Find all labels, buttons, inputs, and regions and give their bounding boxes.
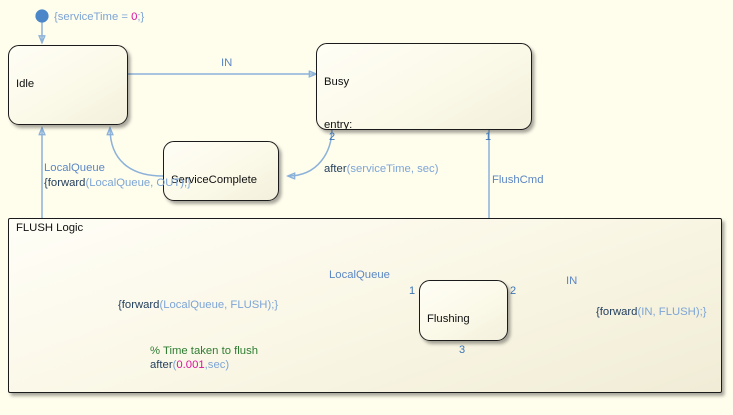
label-flush-localqueue-action: {forward(LocalQueue, FLUSH);} <box>118 298 278 312</box>
transition-servicecomplete-to-idle[interactable] <box>110 128 164 177</box>
flush-in-brace: { <box>596 306 600 318</box>
flush-timeout-keyword: after <box>150 359 173 371</box>
flush-lq-brace: { <box>118 299 122 311</box>
default-transition <box>35 9 49 42</box>
subchart-flush-logic-title: FLUSH Logic <box>16 222 84 234</box>
label-flush-timeout-comment: % Time taken to flush <box>150 344 258 358</box>
default-action-prefix: {serviceTime = <box>54 11 132 23</box>
label-flushing-order-1: 1 <box>409 285 416 297</box>
default-action-suffix: ;} <box>137 11 145 23</box>
after-args: (serviceTime, sec) <box>346 163 439 175</box>
flush-lq-args: (LocalQueue, FLUSH);} <box>159 299 279 311</box>
state-idle-label: Idle <box>16 78 35 91</box>
label-default-transition-action: {serviceTime = 0;} <box>54 10 144 24</box>
flush-timeout-open: ( <box>172 359 177 371</box>
state-busy-entry-keyword: entry: <box>324 119 353 130</box>
label-servicecomplete-to-idle-action: {forward(LocalQueue, OUT);} <box>44 176 191 190</box>
label-flush-in-trigger: IN <box>566 275 578 287</box>
flush-lq-keyword: forward <box>121 299 160 311</box>
sc-action-keyword: forward <box>47 177 86 189</box>
flush-in-keyword: forward <box>599 306 638 318</box>
label-flush-in-action: {forward(IN, FLUSH);} <box>596 305 707 319</box>
flush-timeout-value: 0.001 <box>176 359 205 371</box>
after-keyword: after <box>324 163 347 175</box>
label-busy-to-servicecomplete-after: after(serviceTime, sec) <box>324 162 438 176</box>
sc-action-args: (LocalQueue, OUT);} <box>85 177 191 189</box>
state-busy-label: Busy <box>324 76 350 89</box>
label-flushing-order-2: 2 <box>510 285 517 297</box>
subchart-flush-logic[interactable]: FLUSH Logic <box>8 218 722 393</box>
label-flush-localqueue-trigger: LocalQueue <box>329 269 390 281</box>
label-idle-to-busy-trigger: IN <box>221 57 233 69</box>
state-flushing[interactable]: Flushing <box>419 280 508 341</box>
label-busy-to-flushing-trigger: FlushCmd <box>492 174 544 186</box>
state-servicecomplete[interactable]: ServiceComplete <box>163 141 279 201</box>
flush-timeout-close: ,sec) <box>204 359 230 371</box>
default-transition-dot <box>35 9 49 23</box>
state-busy[interactable]: Busy entry: serviceTime = IN.data.Servic… <box>316 43 532 130</box>
label-busy-order-1: 1 <box>485 131 492 143</box>
flush-timeout-comment-text: % Time taken to flush <box>150 345 258 357</box>
flush-in-args: (IN, FLUSH);} <box>637 306 707 318</box>
default-action-value: 0 <box>131 11 138 23</box>
label-busy-order-2: 2 <box>329 131 336 143</box>
state-servicecomplete-label: ServiceComplete <box>171 174 258 187</box>
state-idle[interactable]: Idle <box>8 45 128 125</box>
sc-action-brace: { <box>44 177 48 189</box>
state-flushing-label: Flushing <box>427 313 470 326</box>
label-servicecomplete-to-idle-trigger: LocalQueue <box>44 162 105 174</box>
label-flushing-order-3: 3 <box>459 344 466 356</box>
label-flush-timeout-after: after(0.001,sec) <box>150 358 229 372</box>
